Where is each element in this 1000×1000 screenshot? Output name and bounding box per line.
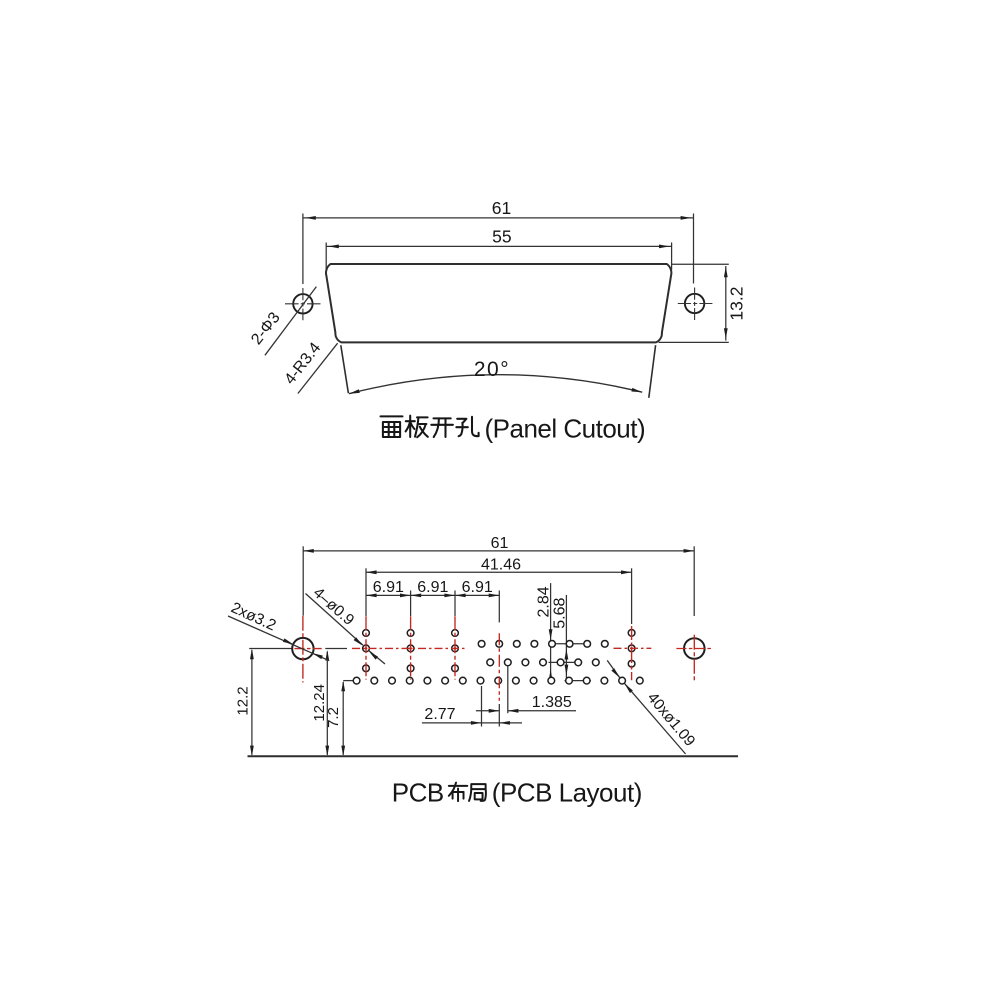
svg-text:7.2: 7.2	[325, 707, 342, 728]
svg-text:2.77: 2.77	[424, 706, 455, 723]
svg-text:5.68: 5.68	[552, 598, 569, 629]
svg-text:4-R3.4: 4-R3.4	[281, 339, 324, 387]
svg-text:6.91: 6.91	[417, 579, 448, 596]
svg-text:(PCB Layout): (PCB Layout)	[492, 777, 642, 807]
svg-text:55: 55	[492, 227, 511, 247]
svg-text:20°: 20°	[474, 358, 510, 381]
svg-text:12.24: 12.24	[311, 684, 328, 722]
svg-text:6.91: 6.91	[373, 579, 404, 596]
svg-text:2-Φ3: 2-Φ3	[248, 309, 284, 348]
svg-text:(Panel Cutout): (Panel Cutout)	[485, 413, 646, 443]
svg-text:41.46: 41.46	[481, 556, 521, 573]
svg-text:61: 61	[491, 535, 509, 552]
svg-text:40xø1.09: 40xø1.09	[644, 689, 699, 749]
svg-text:1.385: 1.385	[532, 694, 572, 711]
svg-text:6.91: 6.91	[462, 579, 493, 596]
svg-text:PCB: PCB	[392, 777, 444, 807]
svg-text:13.2: 13.2	[727, 287, 747, 321]
svg-text:2xø3.2: 2xø3.2	[228, 599, 278, 634]
svg-text:12.2: 12.2	[235, 686, 252, 715]
svg-text:4–ø0.9: 4–ø0.9	[310, 584, 357, 629]
svg-text:2.84: 2.84	[536, 586, 553, 617]
svg-text:61: 61	[492, 198, 511, 218]
